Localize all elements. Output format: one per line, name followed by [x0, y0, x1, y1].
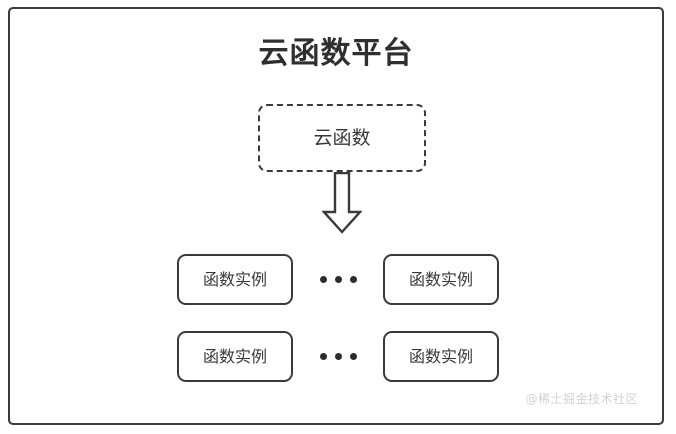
cloud-function-label: 云函数	[313, 126, 371, 149]
function-instance-label: 函数实例	[202, 346, 267, 366]
ellipsis-dot	[349, 276, 357, 283]
ellipsis-dot	[319, 353, 327, 360]
function-instance-label: 函数实例	[408, 269, 473, 289]
function-instance-label: 函数实例	[202, 269, 267, 289]
function-instance-node[interactable]: 函数实例	[177, 254, 293, 305]
ellipsis-dot	[334, 353, 342, 360]
instance-row: 函数实例 函数实例	[18, 254, 658, 305]
function-instance-node[interactable]: 函数实例	[177, 331, 293, 382]
page-title: 云函数平台	[258, 36, 414, 71]
ellipsis-icon	[293, 276, 383, 283]
down-arrow-icon	[321, 171, 363, 234]
cloud-function-node[interactable]: 云函数	[258, 104, 426, 172]
ellipsis-dot	[349, 353, 357, 360]
platform-container: 云函数平台 云函数 函数实例 函数实例 函数实例 函数实例	[8, 7, 664, 425]
instance-row: 函数实例 函数实例	[18, 331, 658, 382]
function-instance-label: 函数实例	[408, 346, 473, 366]
function-instance-node[interactable]: 函数实例	[383, 254, 499, 305]
watermark: @稀土掘金技术社区	[525, 392, 638, 406]
ellipsis-icon	[293, 353, 383, 360]
ellipsis-dot	[319, 276, 327, 283]
function-instance-node[interactable]: 函数实例	[383, 331, 499, 382]
ellipsis-dot	[334, 276, 342, 283]
